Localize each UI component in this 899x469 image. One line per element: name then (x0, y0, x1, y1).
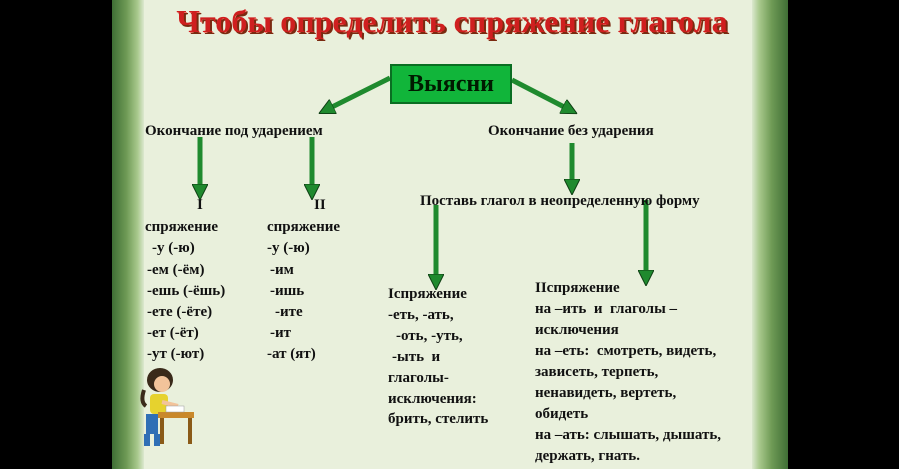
slide: Чтобы определить спряжение глагола Выясн… (112, 0, 788, 469)
first-conj-ending: -ешь (-ёшь) (147, 283, 226, 299)
root-box: Выясни (390, 64, 512, 104)
unstressed-second-line: держать, гнать. (535, 448, 640, 464)
unstressed-second-line: на –ать: слышать, дышать, (535, 427, 722, 443)
unstressed-first-line: исключения: (388, 391, 477, 407)
unstressed-first-line: -оть, -уть, (396, 328, 463, 344)
unstressed-first-line: Iспряжение (388, 286, 467, 302)
unstressed-second-line: на –еть: смотреть, видеть, (535, 343, 717, 359)
root-label: Выясни (407, 70, 495, 97)
unstressed-second-line: исключения (535, 322, 619, 338)
unstressed-first-line: глаголы- (388, 370, 449, 386)
right-decorative-border (752, 0, 788, 469)
unstressed-second-line: зависеть, терпеть, (535, 364, 659, 380)
second-conj-ending: -ишь (270, 283, 305, 299)
unstressed-first-line: -ыть и (392, 349, 441, 365)
arrow-to-unstressed (510, 77, 570, 110)
unstressed-second-line: на –ить и глаголы – (535, 301, 678, 317)
first-conj-label: спряжение (145, 219, 219, 235)
unstressed-first-line: брить, стелить (388, 411, 489, 427)
unstressed-second-line: ненавидеть, вертеть, (535, 385, 677, 401)
branch-stressed-label: Окончание под ударением (145, 123, 323, 139)
girl-at-desk-illustration (140, 368, 194, 446)
left-decorative-border (112, 0, 144, 469)
first-conj-ending: -ете (-ёте) (147, 304, 213, 320)
second-conj-ending: -ите (275, 304, 303, 320)
unstressed-second-line: обидеть (535, 406, 589, 422)
second-conj-numeral: II (314, 197, 326, 213)
arrow-to-stressed (326, 75, 392, 110)
first-conj-numeral: I (197, 197, 203, 213)
branch-unstressed-label: Окончание без ударения (488, 123, 654, 139)
second-conj-ending: -им (270, 262, 294, 278)
unstressed-first-line: -еть, -ать, (388, 307, 454, 323)
first-conj-ending: -ут (-ют) (147, 346, 205, 362)
unstressed-second-line: IIспряжение (535, 280, 620, 296)
unstressed-instruction: Поставь глагол в неопределенную форму (420, 193, 700, 209)
first-conj-ending: -у (-ю) (152, 240, 195, 256)
second-conj-ending: -ат (ят) (267, 346, 316, 362)
slide-title: Чтобы определить спряжение глагола (176, 3, 728, 39)
arrows-layer (112, 75, 788, 469)
first-conj-ending: -ет (-ёт) (147, 325, 199, 341)
first-conj-ending: -ем (-ём) (147, 262, 205, 278)
second-conj-ending: -у (-ю) (267, 240, 310, 256)
second-conj-label: спряжение (267, 219, 341, 235)
second-conj-ending: -ит (270, 325, 292, 341)
